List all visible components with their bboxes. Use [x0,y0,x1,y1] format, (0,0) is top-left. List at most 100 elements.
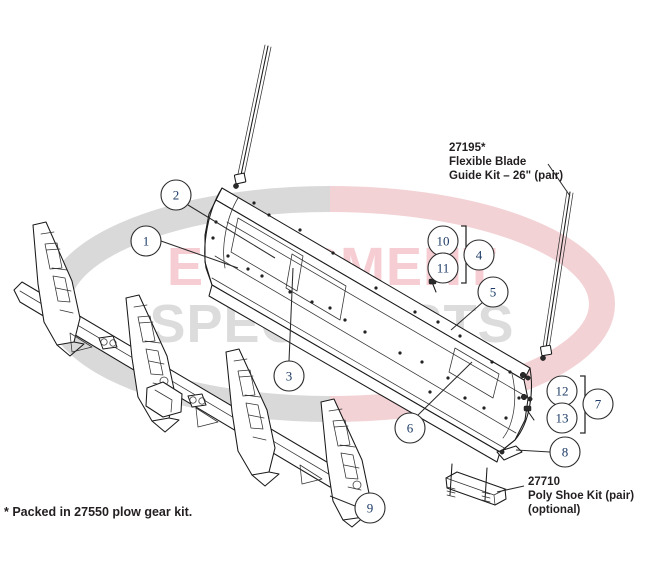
poly-shoe-bolt-1 [449,463,453,496]
callout-circle-8[interactable] [549,436,581,468]
frame-hinge-hole-b [109,339,117,347]
frame-hinge-hole-d [198,397,206,405]
frame-rib-3-inner [233,358,267,441]
callout-label-7: 7 [595,397,602,412]
leader-lines [160,163,571,507]
frame-hinge-hole-c [189,396,197,404]
blade-guide-rod-right-shade [542,190,574,350]
hardware-items [428,278,535,461]
plow-rear-frame-assembly [13,221,371,528]
callout-2[interactable]: 2 [160,179,192,211]
poly-shoe-kit-label: 27710 Poly Shoe Kit (pair) (optional) [528,475,634,517]
moldboard-blade [204,187,532,463]
callout-circle-13[interactable] [546,402,578,434]
callout-7[interactable]: 7 [582,388,614,420]
leader-5 [450,301,484,331]
callout-8[interactable]: 8 [549,436,581,468]
leader-3 [288,267,294,362]
poly-shoe-kit-part [445,463,507,506]
blade-guide-kit-label: 27195* Flexible Blade Guide Kit – 26" (p… [449,141,563,183]
callout-6[interactable]: 6 [394,412,426,444]
blade-guide-kit-line3: Guide Kit – 26" (pair) [449,170,564,182]
edge-shoe-bracket-8 [496,445,523,461]
frame-rib-4-slot-a [332,419,351,447]
callout-5[interactable]: 5 [477,276,509,308]
frame-gusset-1 [69,332,93,353]
callout-label-2: 2 [173,188,180,203]
poly-shoe-bolt-2-thread [481,491,491,503]
bolt-13-head [523,405,532,412]
frame-rib-1 [32,221,81,346]
nut-13-b [527,396,533,402]
poly-shoe-edge [493,494,496,506]
leader-9 [329,495,356,507]
callout-13[interactable]: 13 [546,402,578,434]
callout-circle-6[interactable] [394,412,426,444]
blade-guide-nut-right [540,355,546,361]
frame-rib-1-slot-a [44,242,63,270]
frame-rib-1-foot [56,341,85,357]
callout-12[interactable]: 12 [546,375,578,407]
callout-label-11: 11 [437,261,450,276]
frame-rib-3-slot-b [245,402,264,430]
frame-center-bracket-detail [154,389,173,413]
callout-label-13: 13 [556,411,569,426]
frame-rib-4-slot-b [340,452,359,480]
moldboard-left-edge [204,187,223,286]
callout-label-4: 4 [476,248,483,263]
callout-circle-1[interactable] [130,225,162,257]
callout-label-12: 12 [556,384,569,399]
callout-circle-7[interactable] [582,388,614,420]
moldboard-seam-upper [226,221,528,398]
frame-hinge-ear-left [98,335,118,350]
footnote-text: * Packed in 27550 plow gear kit. [4,505,193,519]
callout-label-5: 5 [490,285,497,300]
frame-center-bracket [145,381,183,418]
flexible-blade-guide-left [233,44,272,189]
callout-circle-11[interactable] [427,252,459,284]
nut-12-b [525,375,531,381]
blade-guide-kit-part-number: 27195* [449,142,486,154]
callout-label-3: 3 [286,369,293,384]
blade-guide-rod-left [240,45,269,176]
leader-27195 [547,163,571,197]
moldboard-panel-cutout-1 [230,217,304,292]
leader-2 [187,204,276,259]
leader-1 [160,240,239,269]
blade-guide-rod-right [545,191,571,349]
moldboard-seam-lower [211,277,507,450]
blade-guide-base-left [233,172,247,185]
leader-27710 [496,485,525,493]
moldboard-panel-cutout-2 [285,253,347,321]
callout-label-8: 8 [562,445,569,460]
bolt-13-shaft [526,409,535,421]
moldboard-right-edge-inner [502,373,516,439]
callout-circle-2[interactable] [160,179,192,211]
callout-11[interactable]: 11 [427,252,459,284]
moldboard-left-edge-inner [223,197,239,269]
callout-circle-5[interactable] [477,276,509,308]
moldboard-cutting-edge [208,284,501,463]
frame-rib-2-inner [133,304,167,387]
callout-9[interactable]: 9 [354,492,386,524]
callout-circle-9[interactable] [354,492,386,524]
frame-rib-3 [225,348,276,476]
callout-10[interactable]: 10 [427,225,459,257]
frame-rib-1-inner [40,231,74,314]
frame-rib-1-slot-b [52,275,71,303]
poly-shoe-kit-line3: (optional) [528,504,581,516]
edge-shoe-nut-8 [499,449,505,455]
callout-label-10: 10 [437,234,450,249]
callout-4[interactable]: 4 [463,239,495,271]
nut-12-a [519,371,527,379]
frame-gusset-2 [195,407,219,428]
callout-3[interactable]: 3 [273,360,305,392]
callout-circle-3[interactable] [273,360,305,392]
callout-circle-4[interactable] [463,239,495,271]
blade-guide-rod-left-shade [237,44,272,177]
frame-rib-3-slot-a [237,369,256,397]
callout-1[interactable]: 1 [130,225,162,257]
